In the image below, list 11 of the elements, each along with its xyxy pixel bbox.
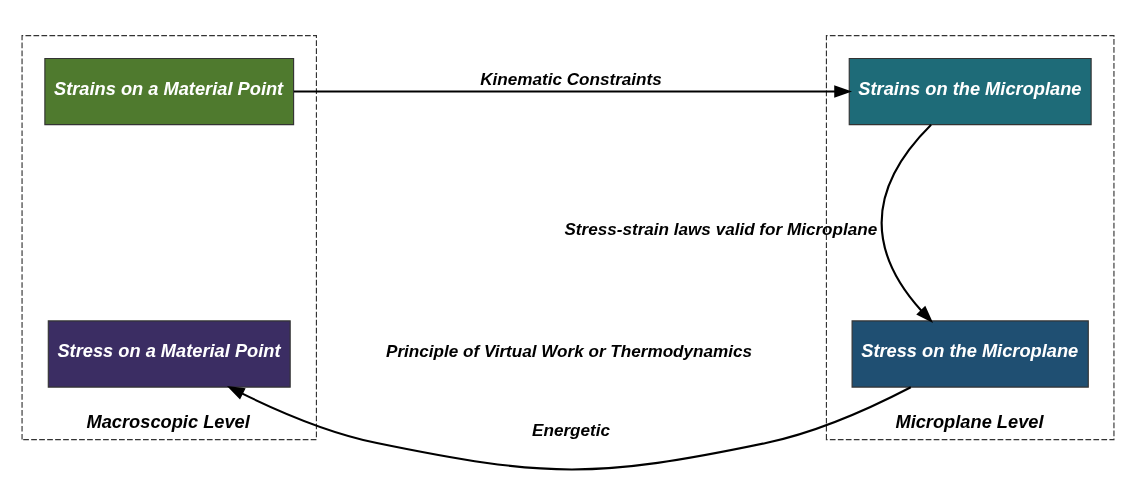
label: Principle of Virtual Work or Thermodynamics: [386, 341, 753, 361]
edge-label: Stress-strain laws valid for Microplane: [564, 219, 878, 239]
node-box: Strains on a Material Point: [44, 57, 295, 125]
node-box: Strains on the Microplane: [848, 57, 1092, 125]
edge-label: Kinematic Constraints: [480, 69, 662, 89]
node-box: Stress on a Material Point: [47, 319, 291, 388]
arrow: [293, 84, 853, 98]
arrow: [880, 123, 934, 323]
arrow: [226, 385, 912, 470]
edge-label: Energetic: [532, 420, 611, 440]
node-box: Stress on the Microplane: [851, 319, 1089, 388]
